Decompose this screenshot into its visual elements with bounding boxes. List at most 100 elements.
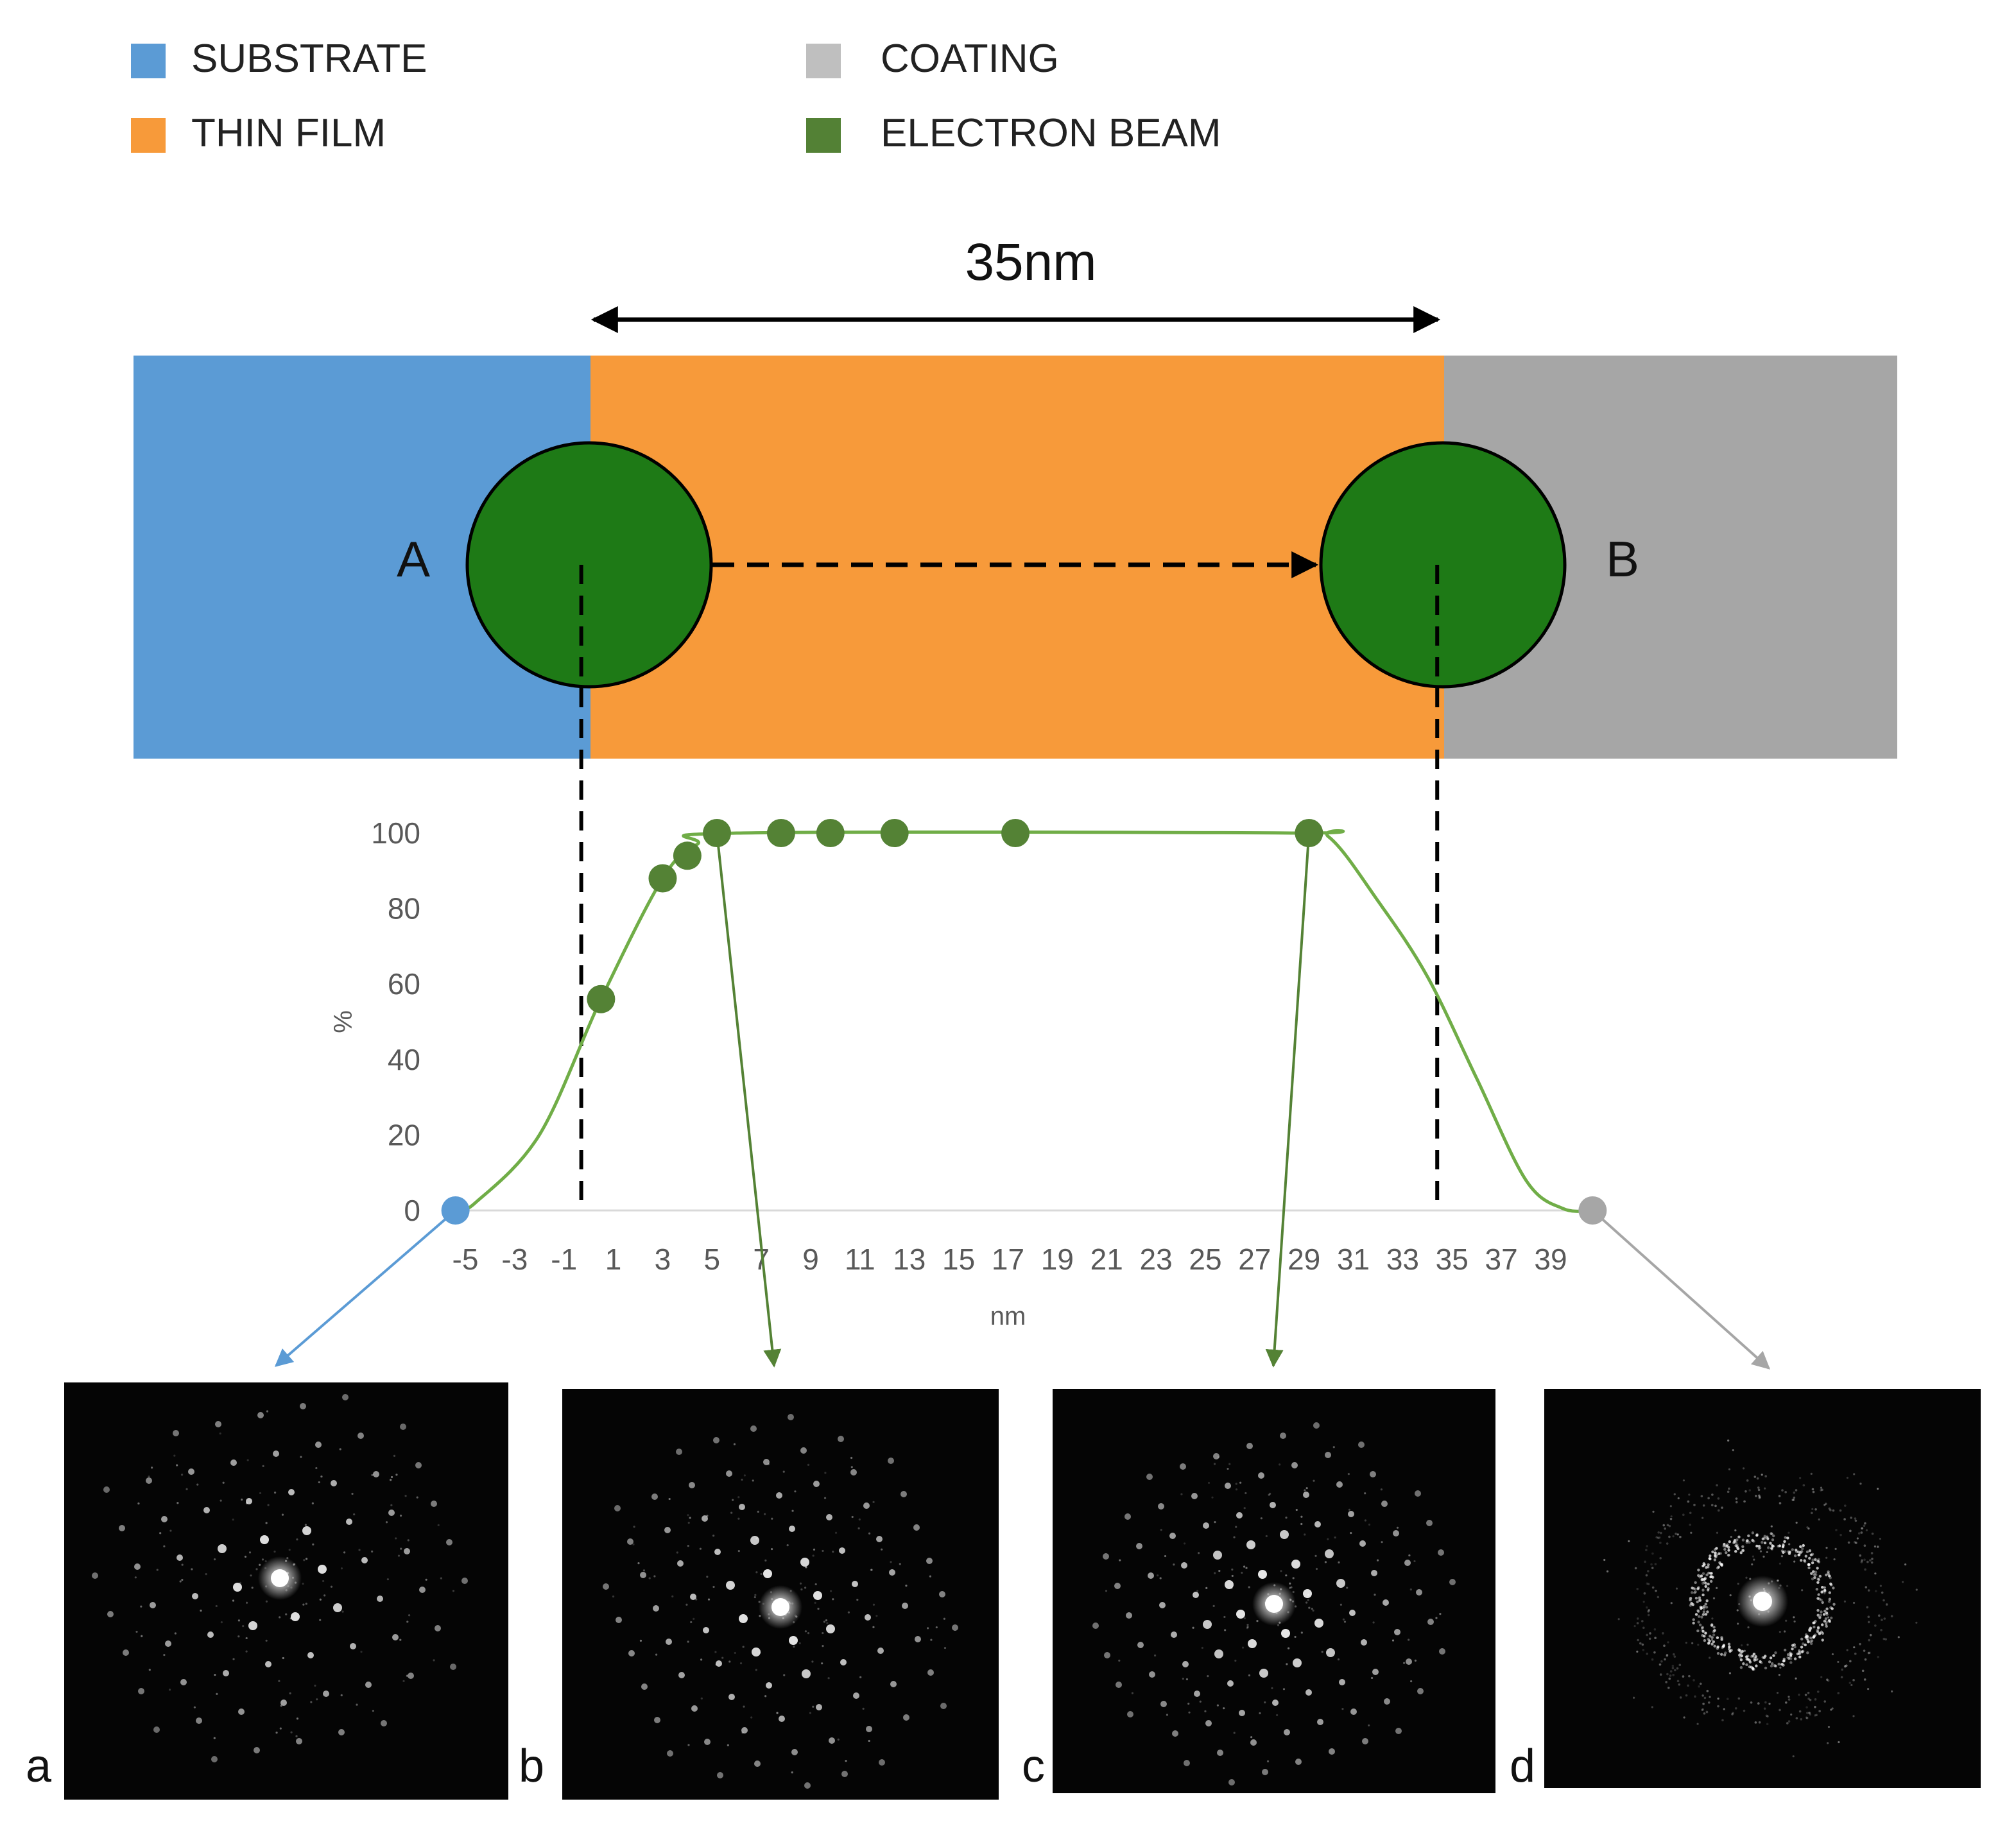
ring-speck (1811, 1578, 1814, 1581)
diffraction-spot (1236, 1512, 1243, 1519)
outer-ring-speck (1854, 1541, 1856, 1544)
noise-speck (1770, 1525, 1773, 1528)
ring-speck (1689, 1604, 1693, 1607)
noise-speck (1327, 1538, 1329, 1540)
noise-speck (1231, 1568, 1234, 1571)
noise-speck (872, 1603, 875, 1606)
outer-ring-speck (1657, 1531, 1660, 1534)
ring-speck (1805, 1635, 1809, 1638)
data-point (648, 864, 677, 893)
ring-speck (1788, 1657, 1791, 1660)
noise-speck (1740, 1644, 1743, 1647)
noise-speck (1245, 1567, 1248, 1569)
noise-speck (783, 1674, 786, 1676)
ring-speck (1823, 1590, 1827, 1593)
outer-ring-speck (1883, 1617, 1886, 1620)
outer-ring-speck (1869, 1559, 1872, 1562)
noise-speck (1231, 1574, 1234, 1578)
outer-ring-speck (1867, 1621, 1870, 1624)
noise-speck (278, 1680, 280, 1682)
ring-speck (1709, 1575, 1712, 1579)
outer-ring-speck (1795, 1717, 1798, 1719)
noise-speck (1807, 1528, 1810, 1530)
outer-ring-speck (1694, 1695, 1696, 1698)
diffraction-spot (153, 1726, 160, 1733)
ring-speck (1728, 1646, 1731, 1649)
diffraction-spot (1393, 1530, 1399, 1536)
noise-speck (216, 1692, 218, 1695)
ring-speck (1825, 1611, 1829, 1615)
legend-swatch-substrate (131, 44, 166, 78)
noise-speck (1801, 1589, 1804, 1592)
noise-speck (1268, 1493, 1270, 1496)
ring-speck (1717, 1552, 1721, 1556)
diffraction-spot (1193, 1592, 1199, 1598)
ring-speck (1813, 1621, 1816, 1624)
noise-speck (1820, 1486, 1823, 1489)
noise-speck (1250, 1736, 1253, 1739)
noise-speck (1408, 1554, 1411, 1557)
noise-speck (687, 1514, 689, 1517)
outer-ring-speck (1663, 1644, 1666, 1648)
noise-speck (872, 1501, 875, 1504)
ring-speck (1745, 1655, 1748, 1658)
ring-speck (1812, 1570, 1815, 1573)
diffraction-spot (1137, 1642, 1144, 1648)
ring-speck (1698, 1596, 1702, 1599)
ring-speck (1795, 1548, 1798, 1552)
ring-speck (1712, 1633, 1716, 1637)
noise-speck (1380, 1488, 1383, 1491)
outer-ring-speck (1637, 1639, 1639, 1642)
x-tick-label: 27 (1238, 1243, 1271, 1276)
end-point (1578, 1196, 1607, 1225)
noise-speck (402, 1680, 405, 1682)
ring-speck (1737, 1535, 1741, 1538)
outer-ring-speck (1672, 1673, 1675, 1676)
noise-speck (163, 1653, 166, 1657)
noise-speck (282, 1657, 284, 1660)
ring-speck (1798, 1649, 1801, 1653)
diffraction-spot (853, 1692, 859, 1699)
ring-speck (1704, 1603, 1707, 1606)
diffraction-spot (350, 1643, 356, 1649)
noise-speck (1246, 1627, 1248, 1630)
diffraction-spot (300, 1403, 306, 1409)
diffraction-spot (177, 1554, 183, 1561)
diffraction-spot (927, 1669, 934, 1676)
outer-ring-speck (1815, 1714, 1818, 1717)
noise-speck (304, 1524, 307, 1526)
outer-ring-speck (1669, 1674, 1672, 1677)
noise-speck (314, 1684, 316, 1687)
noise-speck (1697, 1644, 1700, 1646)
noise-speck (1239, 1481, 1242, 1484)
outer-ring-speck (1812, 1490, 1815, 1493)
noise-speck (899, 1563, 901, 1565)
ring-speck (1816, 1567, 1819, 1570)
outer-ring-speck (1676, 1680, 1680, 1683)
outer-ring-speck (1651, 1567, 1654, 1569)
ring-speck (1710, 1572, 1713, 1575)
outer-ring-speck (1854, 1517, 1857, 1520)
noise-speck (1271, 1687, 1273, 1689)
noise-speck (712, 1585, 715, 1588)
ring-speck (1791, 1644, 1795, 1647)
noise-speck (776, 1712, 779, 1714)
noise-speck (1633, 1625, 1636, 1628)
outer-ring-speck (1860, 1561, 1863, 1563)
outer-ring-speck (1863, 1544, 1866, 1547)
outer-ring-speck (1864, 1522, 1866, 1525)
ring-speck (1825, 1620, 1829, 1624)
ring-speck (1693, 1587, 1697, 1591)
outer-ring-speck (1746, 1479, 1749, 1482)
outer-ring-speck (1757, 1488, 1761, 1492)
diffraction-spot (776, 1492, 782, 1499)
diffraction-spot (388, 1510, 395, 1516)
x-tick-label: -1 (551, 1243, 577, 1276)
noise-speck (1766, 1551, 1768, 1554)
noise-speck (140, 1605, 142, 1608)
diffraction-spot (1248, 1639, 1257, 1648)
outer-ring-speck (1814, 1698, 1817, 1701)
x-tick-label: 31 (1337, 1243, 1370, 1276)
ring-speck (1723, 1653, 1727, 1657)
outer-ring-speck (1821, 1488, 1823, 1492)
